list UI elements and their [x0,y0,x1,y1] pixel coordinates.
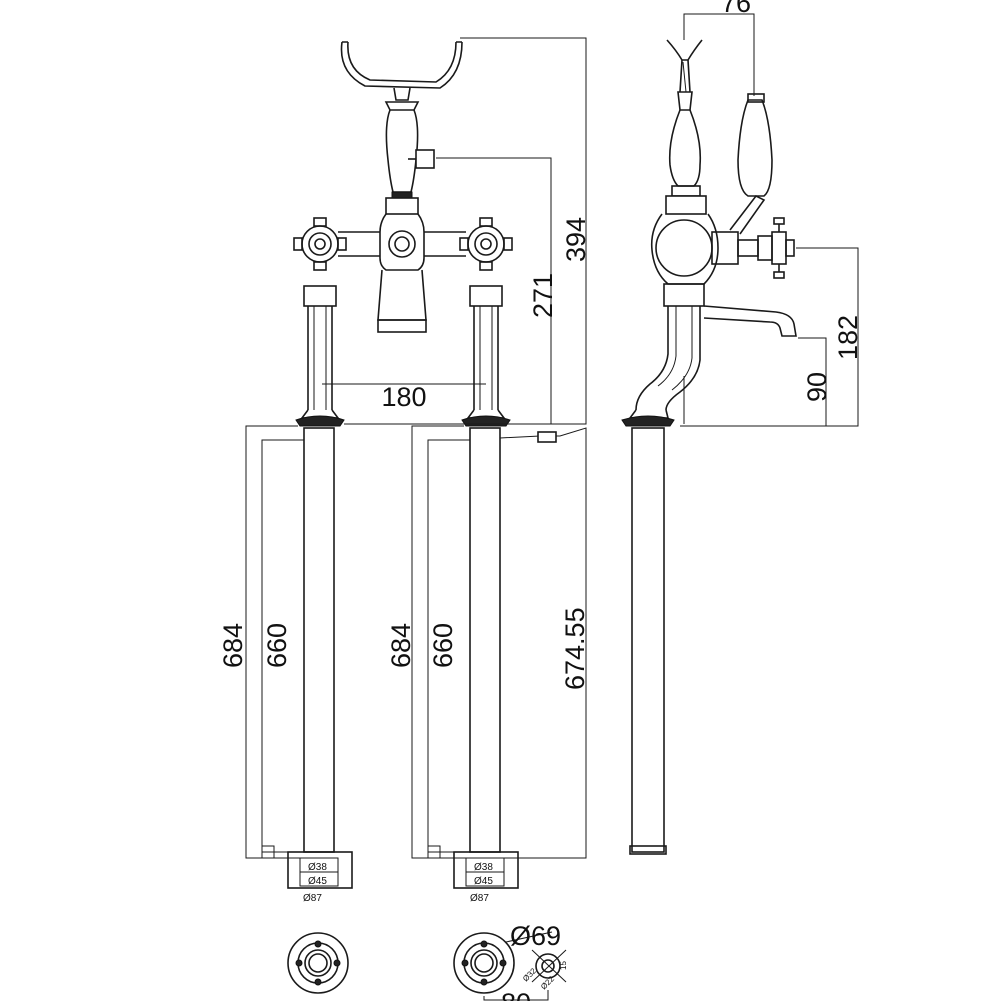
mid-d38: Ø38 [474,862,493,873]
overall-height-label: 394 [561,217,591,262]
mid-d45: Ø45 [474,876,493,887]
flange-spacing-label: 80 [501,988,531,1001]
left-d45: Ø45 [308,876,327,887]
left-handwheel [293,217,347,271]
right-inlet-pipe [461,285,511,427]
spout-base-label: 90 [802,372,832,402]
flange-diameter-label: Ø69 [510,921,561,951]
mixer-side-view [621,39,797,427]
middle-standpipe [411,425,587,889]
left-d87: Ø87 [303,893,322,904]
left-inlet-pipe [295,285,345,427]
handle-offset-label: 76 [721,0,751,18]
shower-handset-front [340,41,463,199]
handle-height-label: 271 [528,273,558,318]
left-leg-height: 684 [218,623,248,668]
left-leg-inner: 660 [262,623,292,668]
mid-leg-inner: 660 [428,623,458,668]
left-d38: Ø38 [308,862,327,873]
mixer-body-front [338,197,466,333]
mid-leg-height: 684 [386,623,416,668]
outlet-spacing-label: 180 [381,382,426,412]
leg-total-label: 674.55 [560,607,590,690]
middle-flange [453,931,567,1001]
front-dimensions [322,37,587,425]
right-standpipe [629,427,667,855]
left-flange [287,932,349,994]
spout-height-label: 182 [833,315,863,360]
left-standpipe [245,425,353,889]
right-handwheel [459,217,513,271]
side-dimensions [680,13,859,427]
small-c: 15 [559,961,568,970]
mid-d87: Ø87 [470,893,489,904]
